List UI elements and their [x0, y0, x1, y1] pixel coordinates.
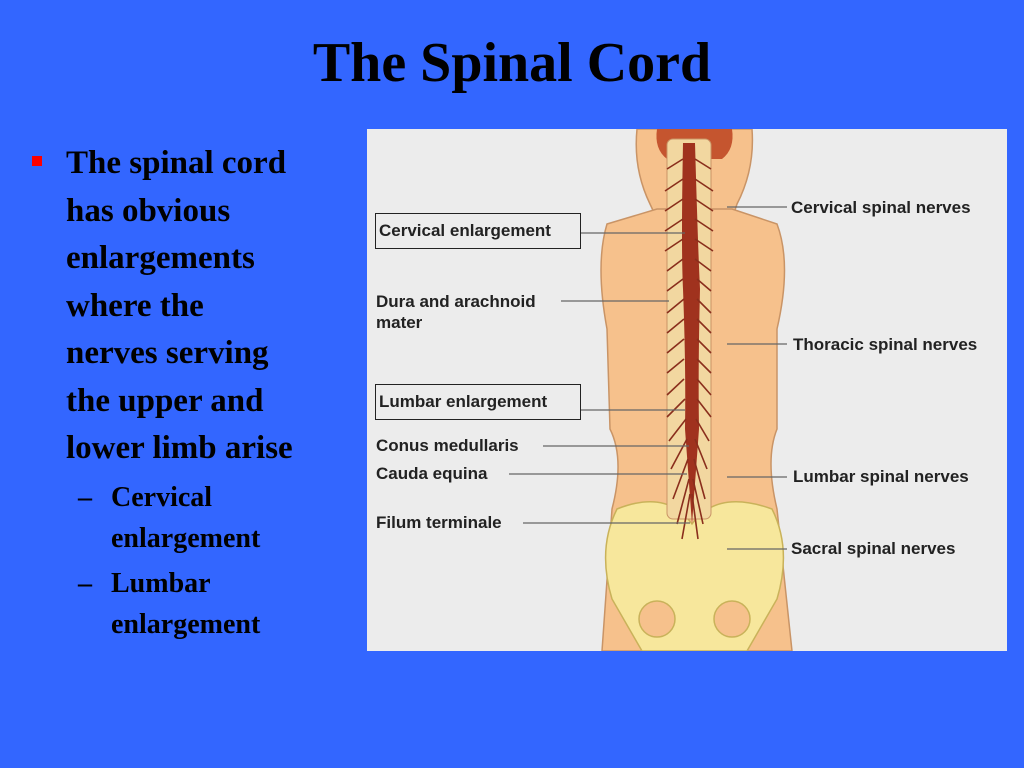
label-cervical-spinal-nerves: Cervical spinal nerves	[791, 198, 971, 217]
dash-bullet-icon: –	[78, 567, 92, 599]
bullet-line-1: The spinal cord	[66, 145, 287, 181]
label-dura-line-2: mater	[376, 313, 423, 332]
label-cervical-enlargement: Cervical enlargement	[375, 213, 581, 249]
sub-bullet-text: Cervical enlargement	[111, 481, 261, 554]
sub-bullet-text: Lumbar enlargement	[111, 567, 261, 640]
label-thoracic-spinal-nerves: Thoracic spinal nerves	[793, 335, 978, 354]
label-lumbar-enlargement: Lumbar enlargement	[375, 384, 581, 420]
spinal-cord-illustration	[509, 129, 793, 651]
label-sacral-spinal-nerves: Sacral spinal nerves	[791, 539, 956, 558]
bullet-list: The spinal cord has obvious enlargements…	[30, 140, 360, 649]
label-conus-medullaris: Conus medullaris	[376, 436, 519, 455]
leader-lines	[509, 206, 787, 550]
label-cauda-equina: Cauda equina	[376, 464, 488, 483]
hip-socket-left	[638, 600, 676, 638]
slide-title: The Spinal Cord	[312, 32, 712, 94]
sub-bullet-list: – Cervical enlargement – Lumbar enlargem…	[66, 477, 360, 645]
sub-bullet-lumbar: – Lumbar enlargement	[66, 563, 360, 645]
bullet-line-3: enlargements	[66, 240, 255, 276]
bullet-line-7: lower limb arise	[66, 430, 293, 466]
label-dura-line-1: Dura and arachnoid	[376, 292, 536, 311]
spinal-nerves	[664, 158, 714, 540]
bullet-line-6: the upper and	[66, 382, 264, 419]
bullet-line-4: where the	[66, 287, 204, 324]
dash-bullet-icon: –	[78, 481, 92, 513]
bullet-item: The spinal cord has obvious enlargements…	[30, 140, 360, 645]
square-bullet-icon	[32, 156, 42, 166]
sub-bullet-cervical: – Cervical enlargement	[66, 477, 360, 559]
bullet-line-2: has obvious	[66, 192, 231, 229]
pelvis-shape	[604, 501, 785, 651]
bullet-line-5: nerves serving	[66, 335, 269, 371]
spinal-cord	[682, 143, 700, 524]
spinal-cord-diagram: Cervical enlargement Dura and arachnoid …	[367, 129, 1007, 651]
label-lumbar-spinal-nerves: Lumbar spinal nerves	[793, 467, 969, 486]
hip-socket-right	[713, 600, 751, 638]
label-filum-terminale: Filum terminale	[376, 513, 502, 532]
